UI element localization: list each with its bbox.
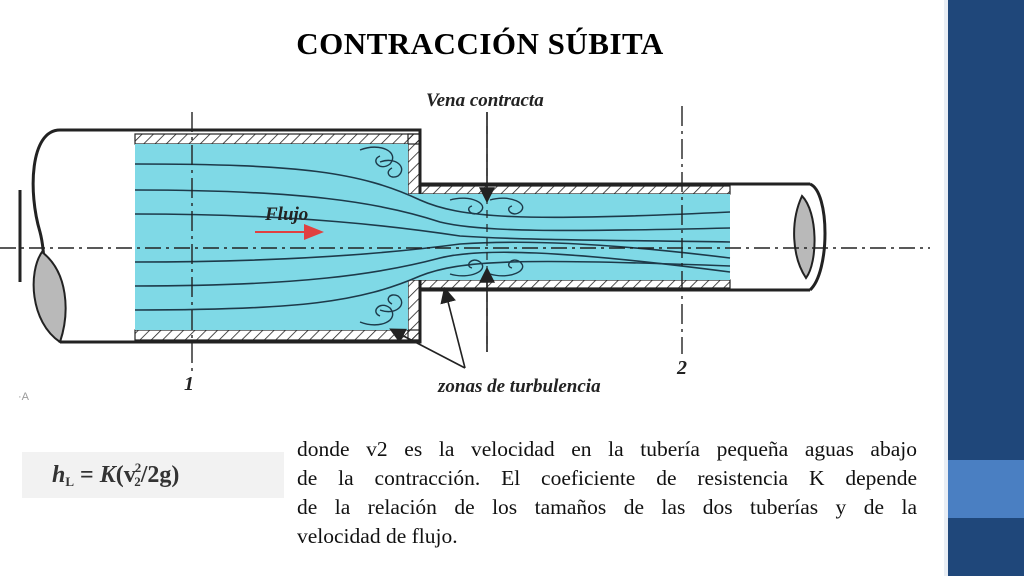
turbulence-pointers [389,286,466,369]
description-line-4: velocidad de flujo. [297,524,458,548]
sidebar-edge [944,0,948,576]
corner-mark: ·A [18,391,30,403]
sidebar-accent [948,460,1024,518]
formula-sub: 2 [134,474,141,489]
turbulence-label: zonas de turbulencia [437,376,601,397]
formula-open: (v [115,462,136,488]
description-line-3: de la relación de los tamaños de las dos… [297,495,917,519]
station-1-label: 1 [184,373,194,395]
formula-eq: = [74,462,100,488]
streamlines [134,163,731,311]
formula-close: /2g) [140,462,180,488]
formula-lhs: h [52,462,66,488]
flow-label: Flujo [264,204,308,225]
formula-lhs-sub: L [65,474,75,489]
description-line-2: de la contracción. El coeficiente de res… [297,466,917,490]
description-line-1: donde v2 es la velocidad en la tubería p… [297,437,917,461]
station-2-label: 2 [676,357,687,379]
formula-exp: 2 [134,460,142,475]
description-text: donde v2 es la velocidad en la tubería p… [297,435,917,551]
formula-text: hL = K(v22/2g) [52,460,179,490]
head-loss-formula: hL = K(v22/2g) [22,452,284,498]
fluid-region [135,144,730,330]
slide-title: CONTRACCIÓN SÚBITA [296,26,664,61]
formula-k: K [99,462,116,488]
contraction-diagram: Vena contracta Flujo zonas de turbulenci… [0,90,930,403]
vena-contracta-label: Vena contracta [426,90,544,111]
turbulence-eddies [359,146,524,326]
small-pipe [419,182,827,292]
